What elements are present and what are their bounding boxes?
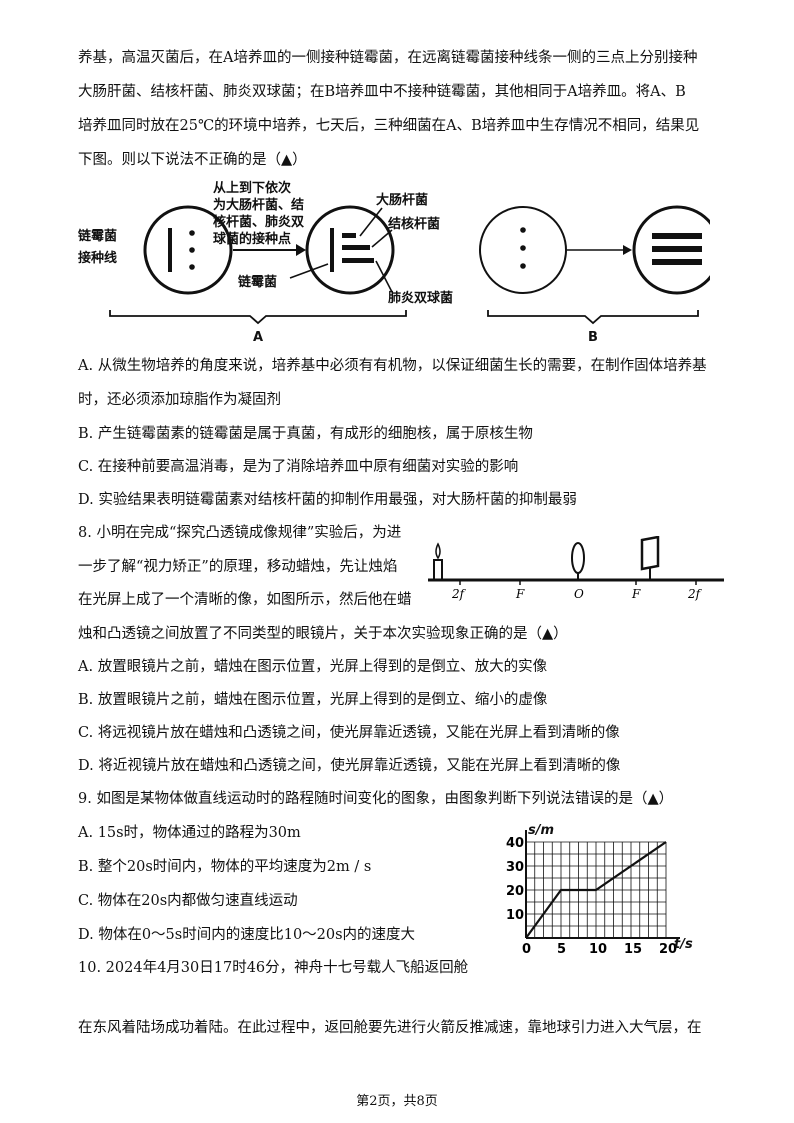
chart-ylabel: s/m (528, 823, 554, 838)
x-tick-label: 15 (624, 942, 642, 957)
group-b-label: B (588, 330, 598, 345)
q8-stem-4: 烛和凸透镜之间放置了不同类型的眼镜片，关于本次实验现象正确的是（▲） (78, 626, 568, 642)
label-ecoli: 大肠杆菌 (376, 192, 428, 208)
y-tick-label: 20 (506, 884, 524, 899)
q8-option-a: A. 放置眼镜片之前，蜡烛在图示位置，光屏上得到的是倒立、放大的实像 (78, 659, 548, 675)
distance-time-chart: 0 5 10 15 20 10 20 30 40 s/m t/s (506, 823, 693, 957)
arrow-right-icon-b (623, 245, 632, 255)
dish-a-before (143, 205, 233, 295)
q8-stem-3: 在光屏上成了一个清晰的像，如图所示，然后他在蜡 (78, 592, 412, 608)
label-inoculation-line-2: 接种线 (78, 250, 117, 266)
dish-b-before (479, 206, 567, 294)
x-tick-label: 0 (522, 942, 531, 957)
q7-option-c: C. 在接种前要高温消毒，是为了消除培养皿中原有细菌对实验的影响 (78, 459, 519, 475)
axis-label-f-left: F (515, 587, 525, 601)
dish-b-after (632, 205, 710, 295)
q7-option-b: B. 产生链霉菌素的链霉菌是属于真菌，有成形的细胞核，属于原核生物 (78, 426, 533, 442)
y-tick-label: 40 (506, 836, 524, 851)
culture-dish-figure: 链霉菌 接种线 从上到下依次 为大肠杆菌、结 核杆菌、肺炎双 球菌的接种点 链霉… (77, 180, 710, 345)
q8-stem-2: 一步了解“视力矫正”的原理，移动蜡烛，先让烛焰 (78, 559, 398, 575)
q7-option-a-cont: 时，还必须添加琼脂作为凝固剂 (78, 392, 281, 408)
y-tick-label: 10 (506, 908, 524, 923)
series-line (525, 841, 667, 939)
label-pneumococcus: 肺炎双球菌 (388, 290, 453, 306)
label-order-4: 球菌的接种点 (213, 231, 291, 247)
label-tuberculosis: 结核杆菌 (388, 216, 440, 232)
q8-stem-1: 8. 小明在完成“探究凸透镜成像规律”实验后，为进 (78, 525, 402, 541)
q9-stem: 9. 如图是某物体做直线运动时的路程随时间变化的图象，由图象判断下列说法错误的是… (78, 791, 674, 807)
intro-line-4: 下图。则以下说法不正确的是（▲） (78, 152, 307, 168)
label-order-2: 为大肠杆菌、结 (213, 197, 304, 213)
q8-option-b: B. 放置眼镜片之前，蜡烛在图示位置，光屏上得到的是倒立、缩小的虚像 (78, 692, 548, 708)
q10-line-2: 在东风着陆场成功着陆。在此过程中，返回舱要先进行火箭反推减速，靠地球引力进入大气… (78, 1020, 702, 1036)
dish-a-after (305, 205, 395, 295)
light-screen-icon (640, 536, 660, 571)
q7-option-d: D. 实验结果表明链霉菌素对结核杆菌的抑制作用最强，对大肠杆菌的抑制最弱 (78, 492, 577, 508)
page-footer: 第2页，共8页 (356, 1094, 438, 1109)
candle-icon (433, 559, 443, 581)
q10-line-1: 10. 2024年4月30日17时46分，神舟十七号载人飞船返回舱 (78, 960, 469, 976)
q9-option-d: D. 物体在0～5s时间内的速度比10～20s内的速度大 (78, 927, 416, 943)
label-streptomyces: 链霉菌 (237, 274, 277, 290)
label-order-3: 核杆菌、肺炎双 (213, 214, 304, 230)
q9-option-a: A. 15s时，物体通过的路程为30m (78, 825, 301, 841)
convex-lens-icon (571, 542, 585, 574)
arrow-right-icon (296, 244, 306, 256)
axis-label-f-right: F (631, 587, 641, 601)
intro-line-1: 养基，高温灭菌后，在A培养皿的一侧接种链霉菌，在远离链霉菌接种线条一侧的三点上分… (78, 50, 698, 66)
label-order-1: 从上到下依次 (213, 180, 291, 196)
axis-label-2f-right: 2f (687, 587, 703, 601)
y-tick-label: 30 (506, 860, 524, 875)
x-tick-label: 10 (589, 942, 607, 957)
group-a-label: A (253, 330, 263, 345)
intro-line-2: 大肠肝菌、结核杆菌、肺炎双球菌；在B培养皿中不接种链霉菌，其他相同于A培养皿。将… (78, 84, 686, 100)
label-inoculation-line-1: 链霉菌 (77, 228, 117, 244)
candle-flame-icon (435, 542, 441, 560)
intro-line-3: 培养皿同时放在25℃的环境中培养，七天后，三种细菌在A、B培养皿中生存情况不相同… (78, 118, 700, 134)
optical-bench-figure: 2f F O F 2f (428, 536, 724, 601)
q8-option-d: D. 将近视镜片放在蜡烛和凸透镜之间，使光屏靠近透镜，又能在光屏上看到清晰的像 (78, 758, 621, 774)
x-tick-label: 20 (659, 942, 677, 957)
x-tick-label: 5 (557, 942, 566, 957)
axis-label-2f-left: 2f (451, 587, 467, 601)
q9-option-b: B. 整个20s时间内，物体的平均速度为2m / s (78, 859, 372, 875)
q9-option-c: C. 物体在20s内都做匀速直线运动 (78, 893, 298, 909)
q8-option-c: C. 将远视镜片放在蜡烛和凸透镜之间，使光屏靠近透镜，又能在光屏上看到清晰的像 (78, 725, 620, 741)
q7-option-a: A. 从微生物培养的角度来说，培养基中必须有有机物，以保证细菌生长的需要，在制作… (78, 358, 707, 374)
chart-xlabel: t/s (674, 937, 693, 952)
axis-label-o: O (574, 587, 584, 601)
